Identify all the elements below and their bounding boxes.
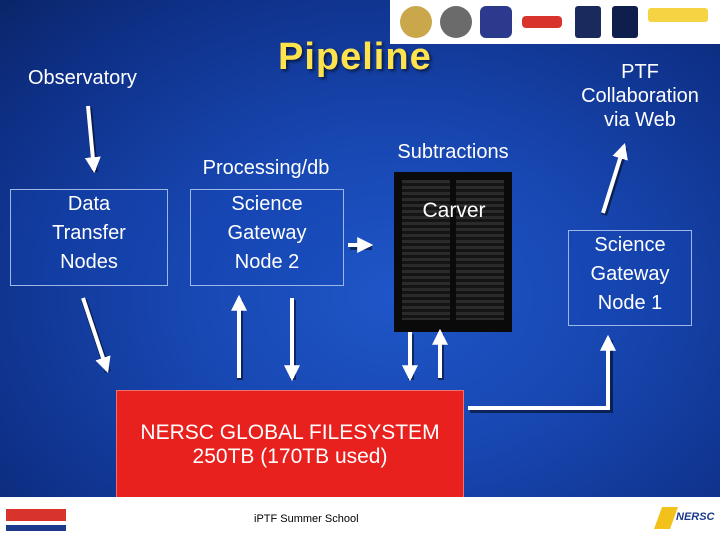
carver-server-image <box>394 172 512 332</box>
arrow-sg1-to-ptf <box>601 142 628 214</box>
nersc-logo-text: NERSC <box>676 511 715 523</box>
ptf-line-2: Collaboration <box>581 85 699 107</box>
sg1-line-3: Node 1 <box>597 292 663 314</box>
sg2-line-2: Gateway <box>227 222 307 244</box>
ptf-line-1: PTF <box>621 61 659 83</box>
filesystem-line-2: 250TB (170TB used) <box>192 445 388 468</box>
berkeley-lab-small-icon <box>522 16 562 28</box>
sg2-line-3: Node 2 <box>234 251 300 273</box>
nersc-bolt-icon <box>653 507 679 529</box>
processing-db-label: Processing/db <box>202 157 330 179</box>
data-transfer-nodes-box: Data Transfer Nodes <box>10 189 168 286</box>
observatory-label: Observatory <box>28 67 137 89</box>
server-rack-right <box>456 180 504 320</box>
partner-logos-strip <box>390 0 720 44</box>
berkeley-lab-logo-mark <box>6 509 66 521</box>
arrow-dtn-to-filesystem <box>81 297 111 374</box>
science-gateway-node-2-box: Science Gateway Node 2 <box>190 189 344 286</box>
dtn-line-1: Data <box>67 193 111 215</box>
carver-label: Carver <box>422 199 486 222</box>
dtn-line-2: Transfer <box>52 222 126 244</box>
page-title: Pipeline <box>278 36 432 78</box>
caltech-seal-icon <box>400 6 432 38</box>
sg1-line-1: Science <box>594 234 666 256</box>
dtn-line-3: Nodes <box>60 251 118 273</box>
subtractions-label: Subtractions <box>397 141 509 163</box>
university-seal-icon <box>440 6 472 38</box>
filesystem-line-1: NERSC GLOBAL FILESYSTEM <box>140 421 440 444</box>
berkeley-lab-logo-base <box>6 525 66 531</box>
columbia-crown-icon <box>575 6 601 38</box>
arrow-filesystem-to-sg1 <box>468 334 616 410</box>
berkeley-lab-logo <box>0 497 76 540</box>
science-gateway-node-1-box: Science Gateway Node 1 <box>568 230 692 326</box>
oxford-crest-icon <box>612 6 638 38</box>
sg2-line-1: Science <box>231 193 303 215</box>
ipac-logo-icon <box>480 6 512 38</box>
server-rack-left <box>402 180 450 320</box>
arrow-observatory-to-dtn <box>84 105 101 174</box>
footer-white-band <box>76 497 644 540</box>
footer-text: iPTF Summer School <box>254 513 359 525</box>
nersc-logo: NERSC <box>644 497 720 540</box>
lcogt-logo-icon <box>648 8 708 22</box>
ptf-collaboration-label: PTF Collaboration via Web <box>560 60 720 132</box>
ptf-line-3: via Web <box>604 109 676 131</box>
sg1-line-2: Gateway <box>590 263 670 285</box>
